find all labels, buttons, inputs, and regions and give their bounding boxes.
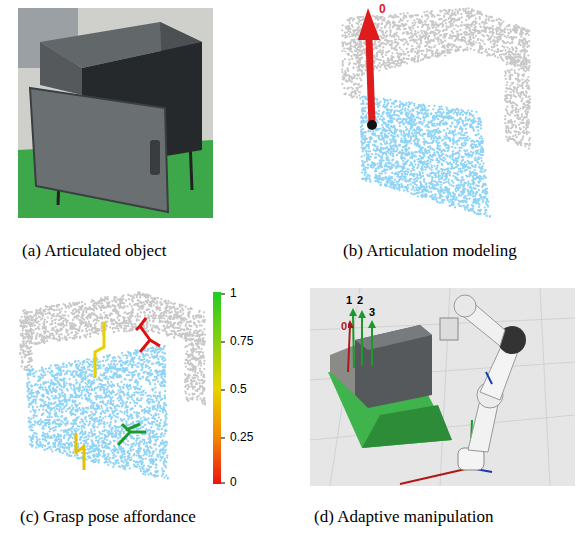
simulation-view bbox=[310, 288, 575, 486]
arrow-head bbox=[349, 308, 357, 316]
photo bbox=[18, 8, 213, 218]
robot-joint bbox=[454, 295, 476, 317]
colorbar bbox=[213, 292, 221, 484]
cloud-points bbox=[342, 25, 362, 97]
tick bbox=[221, 438, 225, 439]
tick bbox=[221, 294, 225, 295]
axis-arrow bbox=[348, 326, 350, 372]
gripper bbox=[440, 318, 458, 340]
door bbox=[30, 88, 168, 212]
tick bbox=[221, 483, 225, 484]
axis-arrow bbox=[353, 314, 354, 368]
grasp-pose bbox=[136, 318, 160, 352]
cloud-points bbox=[505, 50, 530, 148]
arrow-head bbox=[358, 310, 366, 318]
callout-number: 0 bbox=[340, 320, 348, 332]
tick bbox=[221, 390, 225, 391]
callout-number: 2 bbox=[356, 294, 364, 306]
callout-number: 1 bbox=[230, 287, 237, 300]
frame-axis bbox=[486, 372, 492, 384]
panel-caption: (a) Articulated object bbox=[22, 242, 166, 261]
callout-number: 0 bbox=[378, 3, 387, 16]
panel-caption: (c) Grasp pose affordance bbox=[20, 508, 196, 527]
cloud-points bbox=[185, 332, 205, 405]
callout-number: 0.25 bbox=[230, 431, 253, 444]
tick bbox=[221, 342, 225, 343]
cloud-points bbox=[27, 346, 168, 479]
point-cloud bbox=[342, 8, 530, 216]
axis-arrow bbox=[369, 38, 372, 125]
callout-number: 0 bbox=[230, 476, 237, 489]
callout-number: 3 bbox=[368, 306, 376, 318]
cloud-points bbox=[20, 317, 32, 371]
cloud-points bbox=[23, 292, 205, 344]
door-cloud bbox=[330, 345, 355, 395]
panel-caption: (b) Articulation modeling bbox=[343, 242, 517, 261]
cloud-points bbox=[360, 97, 490, 217]
callout-number: 1 bbox=[345, 294, 353, 306]
axis-origin bbox=[367, 120, 377, 130]
point-cloud bbox=[20, 292, 205, 478]
axis-arrow bbox=[361, 316, 363, 366]
grid bbox=[540, 288, 550, 486]
cloud-points bbox=[348, 8, 530, 73]
object-cloud bbox=[355, 325, 432, 350]
grasp-pose bbox=[76, 433, 84, 470]
arrow-head bbox=[358, 8, 380, 40]
handle bbox=[150, 140, 160, 175]
callout-number: 0.75 bbox=[230, 335, 253, 348]
box-left bbox=[40, 42, 82, 95]
panel-caption: (d) Adaptive manipulation bbox=[314, 508, 493, 527]
photo-bg bbox=[18, 8, 213, 218]
grasp-pose bbox=[118, 424, 146, 445]
frame-axis bbox=[400, 468, 470, 484]
sim-bg bbox=[310, 288, 575, 486]
robot-arm bbox=[440, 295, 526, 470]
ground-cloud bbox=[362, 405, 452, 448]
object-cloud bbox=[355, 325, 432, 408]
grasp-pose bbox=[95, 322, 104, 378]
callout-number: 0.5 bbox=[230, 383, 247, 396]
axis-arrow bbox=[371, 326, 373, 366]
arrow-head bbox=[368, 320, 376, 328]
